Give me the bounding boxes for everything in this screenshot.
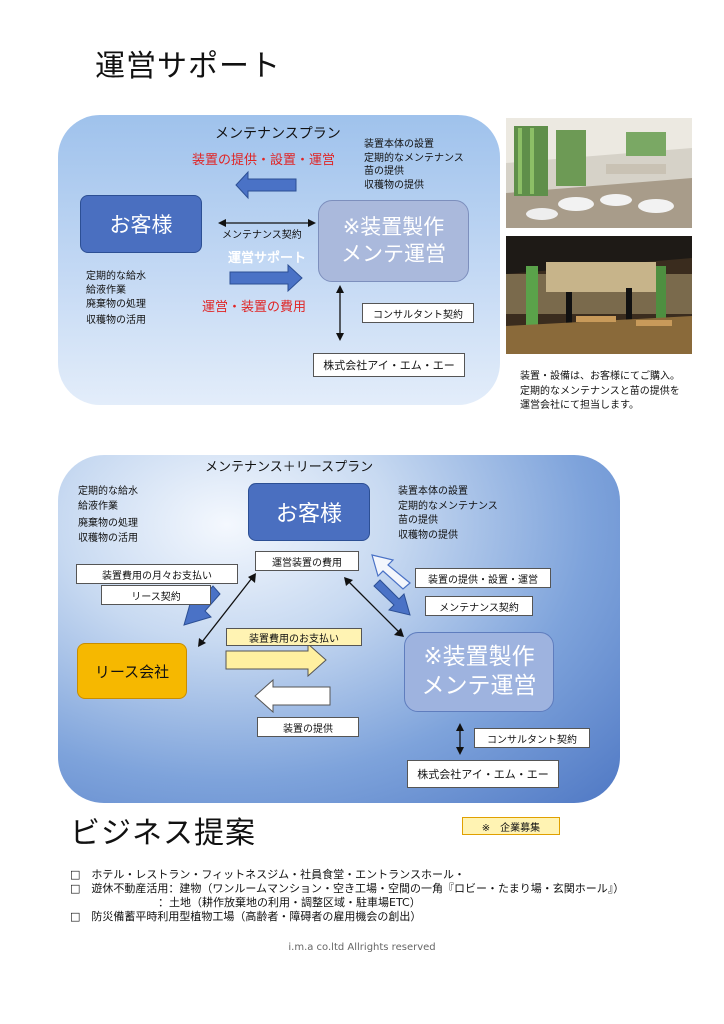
note-line: 収穫物の提供 xyxy=(398,529,458,541)
footer-copyright: i.m.a co.ltd Allrights reserved xyxy=(288,942,436,953)
note-line: 給液作業 xyxy=(78,500,118,512)
caption-line: 運営会社にて担当します。 xyxy=(520,400,639,411)
note-line: 定期的なメンテナンス xyxy=(398,500,498,512)
plan1-contract-label: メンテナンス契約 xyxy=(222,230,302,241)
device-supply-arrow-icon xyxy=(254,678,331,714)
plan2-supply-label: 装置の提供・設置・運営 xyxy=(415,568,551,588)
cafe-interior-photo xyxy=(506,118,692,228)
plan1-left-notes: 定期的な給水 給液作業 廃棄物の処理 収穫物の活用 xyxy=(86,270,146,328)
note-line: 装置本体の設置 xyxy=(364,139,434,150)
business-item: ：土地（耕作放棄地の利用・調整区域・駐車場ETC） xyxy=(70,896,421,909)
plan2-lease-contract-label: リース契約 xyxy=(101,585,211,605)
maintenance-arrow-icon xyxy=(373,579,411,616)
device-payment-arrow-icon xyxy=(225,642,327,678)
plan2-title: メンテナンス＋リースプラン xyxy=(205,460,374,475)
plan2-device-supply-label: 装置の提供 xyxy=(257,717,359,737)
lease-company-label: リース会社 xyxy=(94,662,170,681)
business-item: □ ホテル・レストラン・フィットネスジム・社員食堂・エントランスホール・ xyxy=(70,868,465,881)
note-line: 廃棄物の処理 xyxy=(78,518,138,529)
plan1-company-label: 株式会社アイ・エム・エー xyxy=(313,353,465,377)
plan2-left-notes: 定期的な給水 給液作業 廃棄物の処理 収穫物の活用 xyxy=(78,485,138,546)
plan2-monthly-label: 装置費用の月々お支払い xyxy=(76,564,238,584)
page-title: 運営サポート xyxy=(95,49,281,84)
plan1-title: メンテナンスプラン xyxy=(215,126,341,142)
plan2-device-payment-label: 装置費用のお支払い xyxy=(226,628,362,646)
note-line: 苗の提供 xyxy=(398,515,438,526)
restaurant-interior-photo xyxy=(506,236,692,354)
business-item: □ 遊休不動産活用：建物（ワンルームマンション・空き工場・空間の一角『ロビー・た… xyxy=(70,882,625,895)
caption-line: 装置・設備は、お客様にてご購入。 xyxy=(520,371,680,382)
maker-line-2: メンテ運営 xyxy=(341,242,446,266)
maker-line-2: メンテ運営 xyxy=(421,673,537,699)
note-line: 定期的なメンテナンス xyxy=(364,152,464,164)
plan1-consult-label: コンサルタント契約 xyxy=(362,303,474,323)
customer-label: お客様 xyxy=(275,502,342,527)
plan2-company-label: 株式会社アイ・エム・エー xyxy=(407,760,559,788)
note-line: 苗の提供 xyxy=(364,166,404,177)
plan2-maker-box: ※装置製作 メンテ運営 xyxy=(404,632,554,712)
note-line: 収穫物の活用 xyxy=(78,532,138,544)
note-line: 給液作業 xyxy=(86,285,126,296)
note-line: 収穫物の提供 xyxy=(364,179,424,191)
lease-company-box: リース会社 xyxy=(77,643,187,699)
plan1-right-notes: 装置本体の設置 定期的なメンテナンス 苗の提供 収穫物の提供 xyxy=(364,138,464,192)
note-line: 収穫物の活用 xyxy=(86,315,146,326)
note-line: 装置本体の設置 xyxy=(398,486,468,497)
photo-caption: 装置・設備は、お客様にてご購入。 定期的なメンテナンスと苗の提供を 運営会社にて… xyxy=(520,370,680,414)
restaurant-interior-image xyxy=(506,236,692,354)
support-arrow-icon xyxy=(229,263,303,293)
recruit-badge: ※ 企業募集 xyxy=(462,817,560,835)
plan2-right-notes: 装置本体の設置 定期的なメンテナンス 苗の提供 収穫物の提供 xyxy=(398,485,498,543)
caption-line: 定期的なメンテナンスと苗の提供を xyxy=(520,385,680,397)
maker-line-1: ※装置製作 xyxy=(423,644,535,671)
plan1-supply-label: 装置の提供・設置・運営 xyxy=(192,153,336,168)
plan1-customer-box: お客様 xyxy=(80,195,202,253)
plan2-customer-box: お客様 xyxy=(248,483,370,541)
business-item: □ 防災備蓄平時利用型植物工場（高齢者・障碍者の雇用機会の創出） xyxy=(70,910,422,923)
cafe-interior-image xyxy=(506,118,692,228)
plan1-maker-box: ※装置製作 メンテ運営 xyxy=(318,200,469,282)
note-line: 定期的な給水 xyxy=(86,271,146,282)
note-line: 廃棄物の処理 xyxy=(86,299,146,310)
plan1-cost-label: 運営・装置の費用 xyxy=(202,300,307,315)
plan2-arrows xyxy=(183,554,464,755)
supply-arrow-icon xyxy=(235,170,297,200)
plan1-support-label: 運営サポート xyxy=(228,251,307,266)
plan2-consult-label: コンサルタント契約 xyxy=(474,728,590,748)
note-line: 定期的な給水 xyxy=(78,486,138,497)
maker-line-1: ※装置製作 xyxy=(342,214,445,239)
plan2-maint-contract-label: メンテナンス契約 xyxy=(425,596,533,616)
lease-customer-arrow-icon xyxy=(201,577,253,643)
business-title: ビジネス提案 xyxy=(70,816,256,851)
customer-label: お客様 xyxy=(109,213,173,237)
maker-customer-arrow-icon xyxy=(347,580,401,634)
plan2-op-cost-label: 運営装置の費用 xyxy=(255,551,359,571)
supply-arrow-light-icon xyxy=(371,554,411,590)
plan1-arrows xyxy=(218,170,344,341)
